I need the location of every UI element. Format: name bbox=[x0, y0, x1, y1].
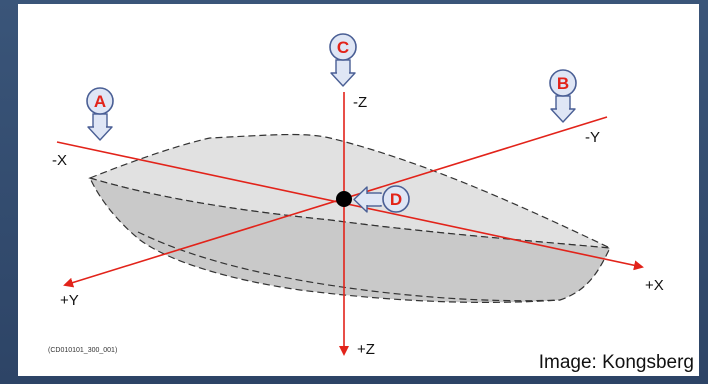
image-credit: Image: Kongsberg bbox=[536, 352, 696, 374]
marker-d: D bbox=[353, 185, 410, 213]
hull-keel bbox=[137, 231, 561, 302]
hull-side bbox=[88, 177, 611, 303]
label-pos-x: +X bbox=[645, 277, 664, 294]
label-neg-z: -Z bbox=[353, 94, 367, 111]
marker-c: C bbox=[329, 33, 357, 87]
marker-b: B bbox=[549, 69, 577, 123]
marker-c-label: C bbox=[337, 38, 349, 57]
marker-d-label: D bbox=[390, 190, 402, 209]
label-pos-y: +Y bbox=[60, 292, 79, 309]
origin-point bbox=[336, 191, 352, 207]
marker-b-label: B bbox=[557, 74, 569, 93]
label-neg-x: -X bbox=[52, 152, 67, 169]
figure-reference-code: (CD010101_300_001) bbox=[48, 347, 117, 354]
label-neg-y: -Y bbox=[585, 129, 600, 146]
marker-a-label: A bbox=[94, 92, 106, 111]
label-pos-z: +Z bbox=[357, 341, 375, 358]
y-axis bbox=[63, 116, 608, 288]
marker-a: A bbox=[86, 87, 114, 141]
